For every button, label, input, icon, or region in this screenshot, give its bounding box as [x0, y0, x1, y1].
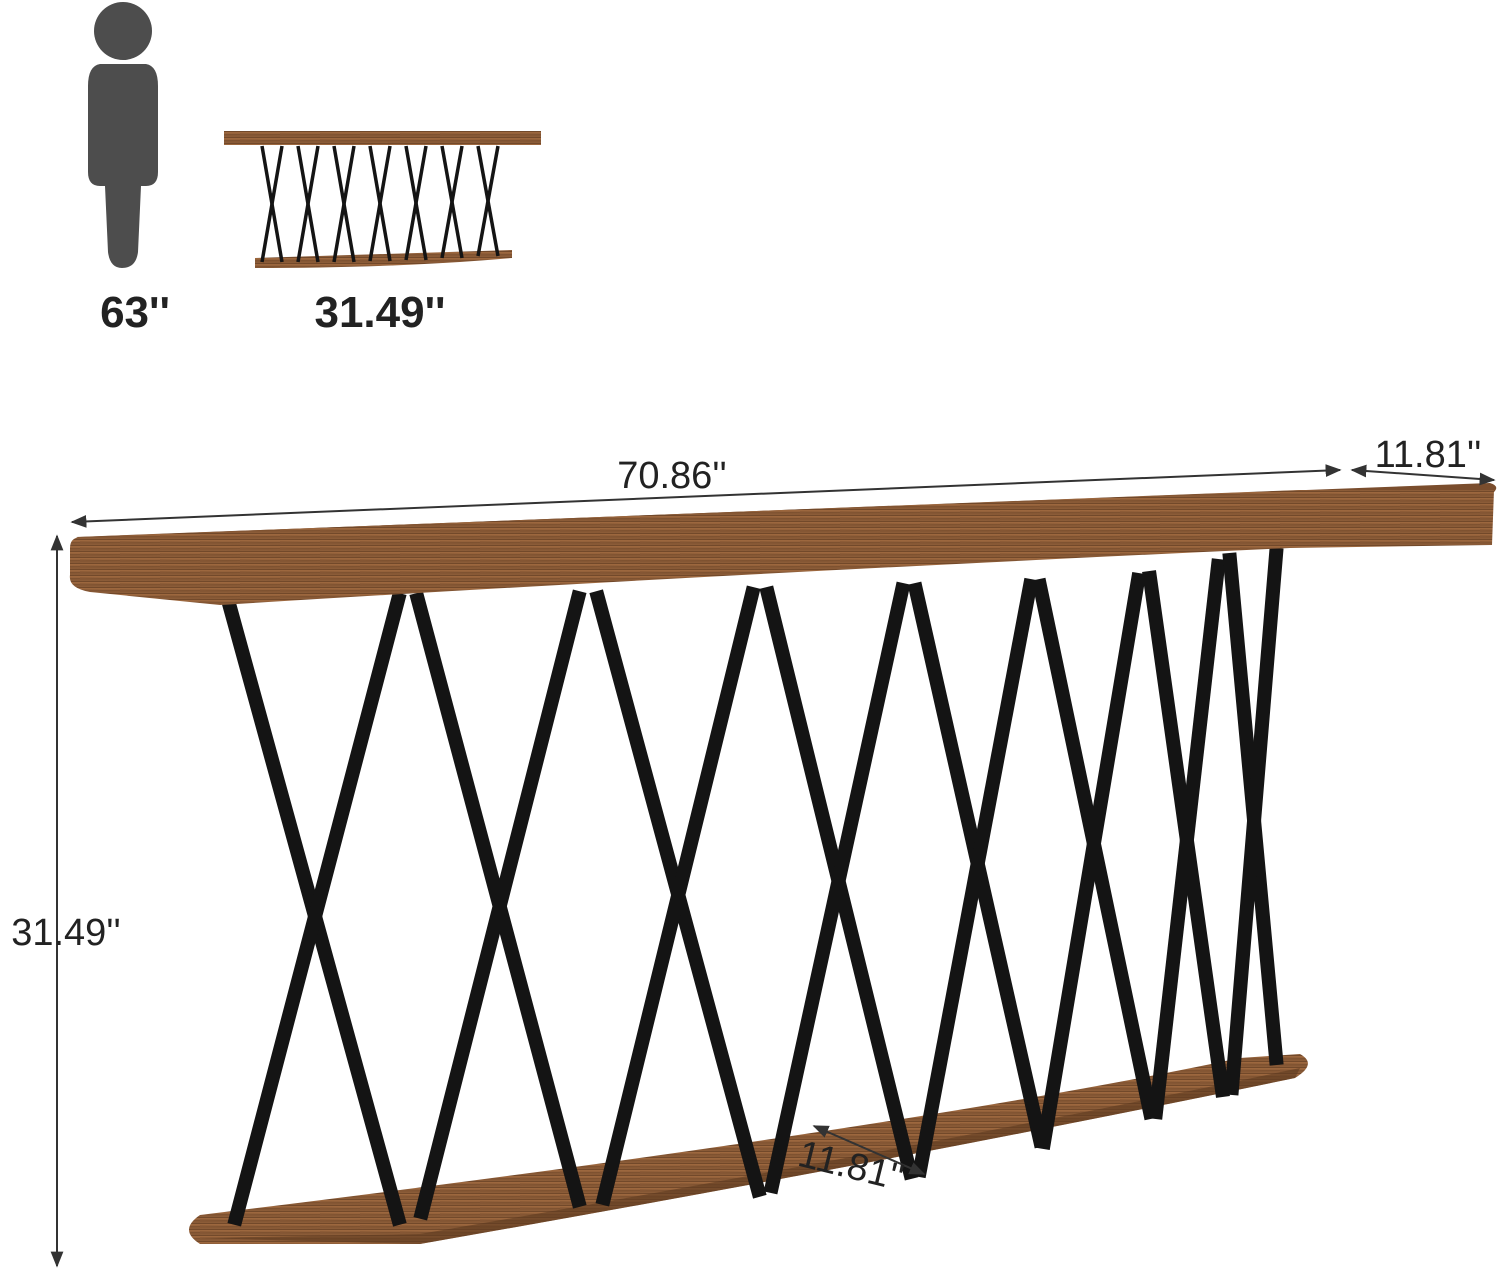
tabletop-edge — [69, 490, 1494, 605]
dimension-lines — [50, 464, 1496, 1268]
width-label: 70.86'' — [617, 455, 727, 497]
table-height-comparison-label: 31.49'' — [314, 288, 445, 337]
console-table-illustration — [69, 483, 1497, 1244]
x-frame-legs — [219, 547, 1284, 1227]
person-height-label: 63'' — [100, 288, 170, 337]
small-table-illustration — [224, 131, 541, 268]
bottom-depth-dimension-line — [812, 1125, 926, 1175]
person-silhouette-icon — [88, 2, 158, 268]
width-dimension-line — [70, 464, 1342, 528]
height-label: 31.49'' — [11, 912, 121, 954]
top-depth-label: 11.81'' — [1375, 434, 1482, 476]
top-depth-dimension-line — [1350, 464, 1496, 486]
